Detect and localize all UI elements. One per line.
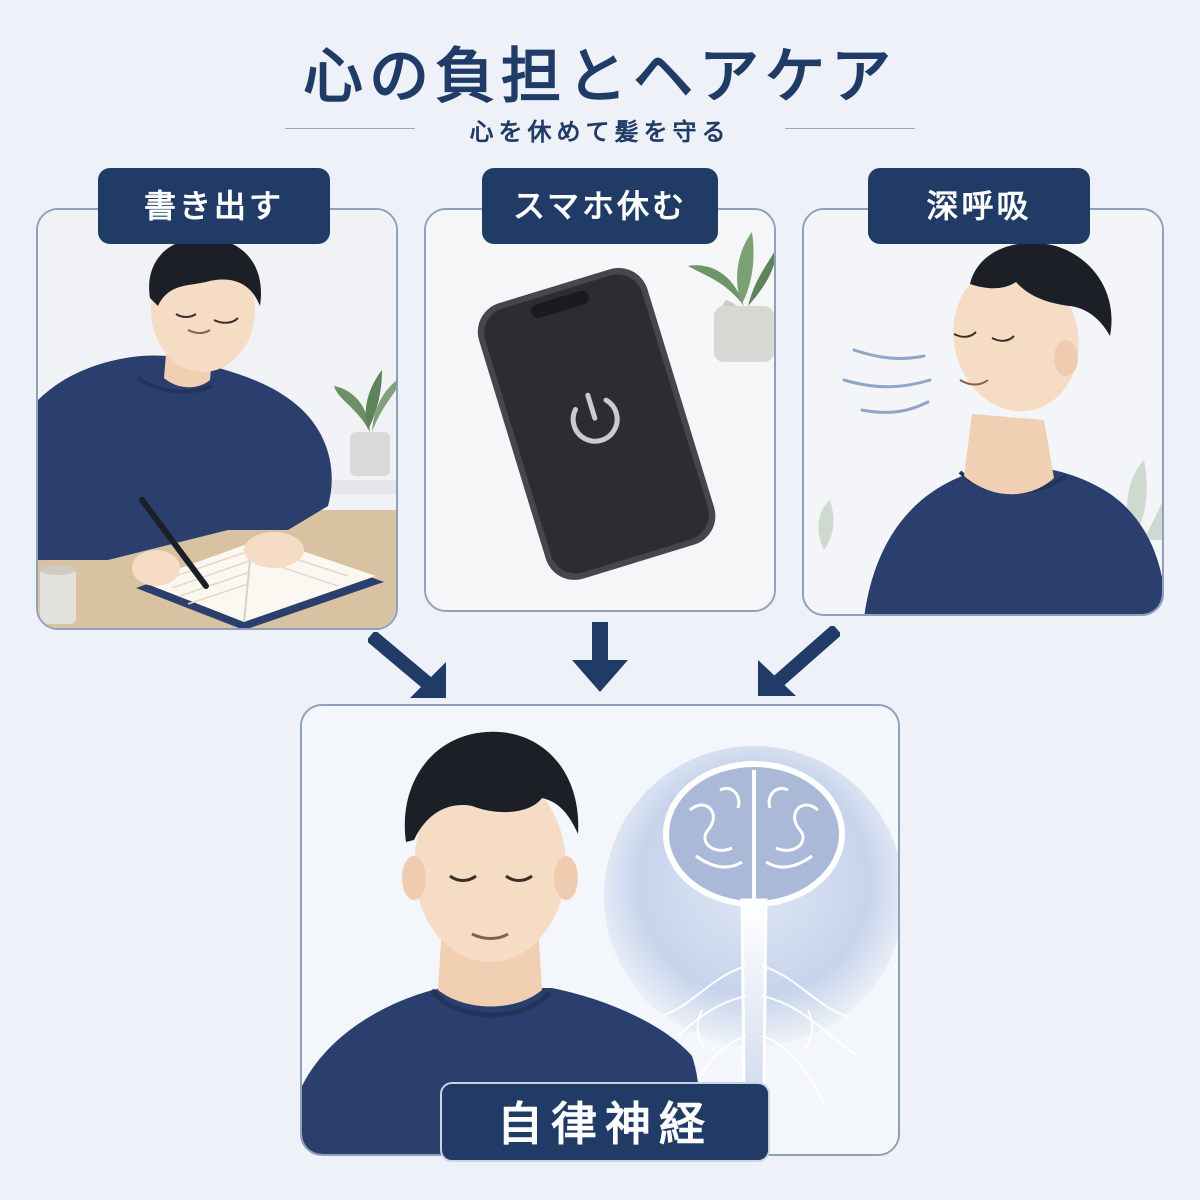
subtitle-divider-left (285, 128, 415, 129)
label-writing: 書き出す (98, 168, 330, 244)
arrow-down-left-icon (758, 626, 840, 696)
subtitle: 心を休めて髪を守る (469, 118, 731, 146)
breathing-illustration (804, 210, 1162, 614)
mug-icon (40, 565, 76, 624)
result-illustration (302, 706, 898, 1154)
page-title: 心の負担とヘアケア (303, 42, 897, 112)
pen-icon (139, 497, 209, 589)
smartphone-icon (477, 267, 716, 580)
plant-icon (334, 370, 396, 476)
label-breathing: 深呼吸 (868, 168, 1090, 244)
panel-breathing (802, 208, 1164, 616)
arrow-down-right-icon (368, 632, 446, 698)
panel-phone (424, 208, 776, 612)
power-icon (570, 392, 620, 444)
writing-illustration (38, 210, 396, 628)
subtitle-divider-right (785, 128, 915, 129)
plant-icon (688, 232, 774, 362)
breath-lines-icon (842, 348, 932, 414)
panel-result (300, 704, 900, 1156)
label-result: 自律神経 (440, 1082, 770, 1162)
phone-illustration (426, 210, 774, 610)
label-phone: スマホ休む (482, 168, 718, 244)
brain-icon (663, 761, 845, 907)
subtitle-row: 心を休めて髪を守る (285, 112, 915, 146)
nervous-system-icon (595, 737, 898, 1107)
arrow-down-icon (572, 622, 628, 692)
panel-writing (36, 208, 398, 630)
